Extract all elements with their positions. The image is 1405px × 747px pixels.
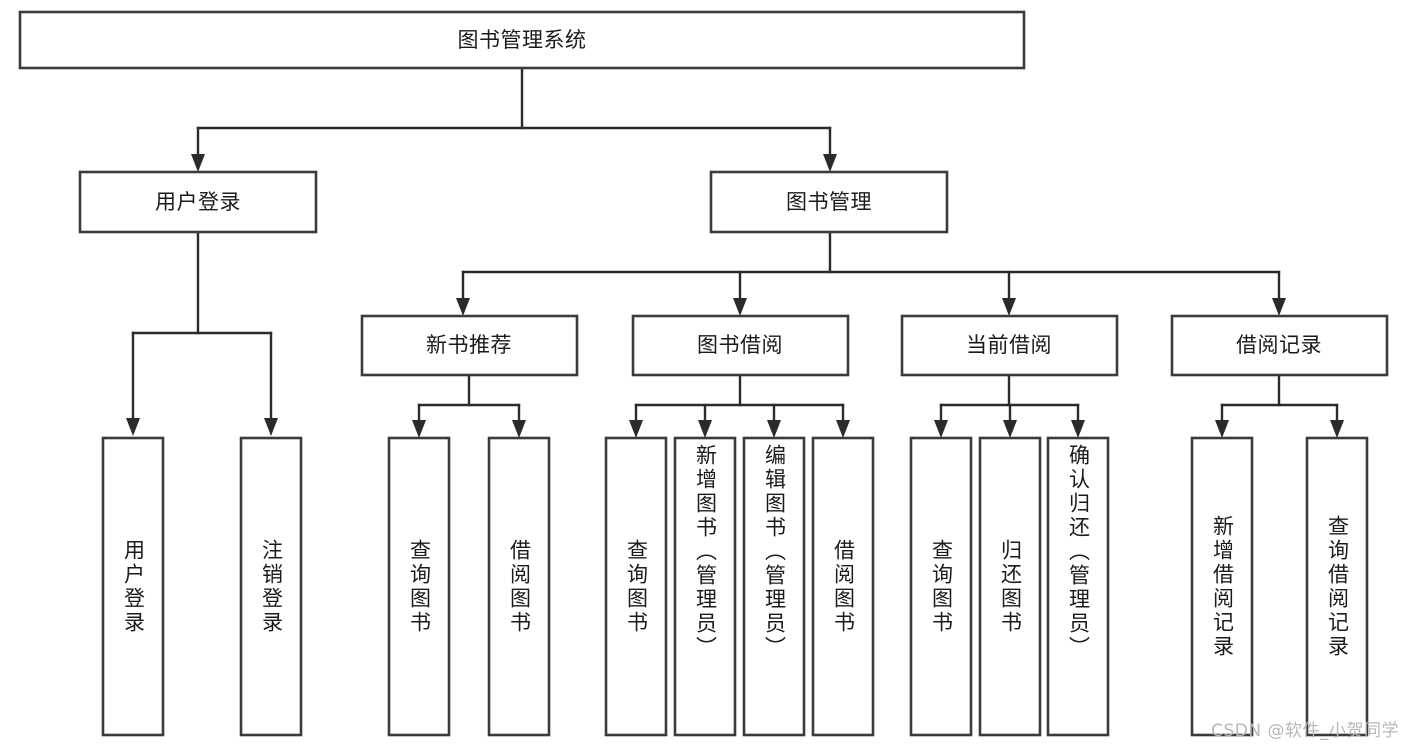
arrow-user-login-c2 xyxy=(264,418,278,436)
leaf-recommend-1-box[interactable] xyxy=(387,436,451,737)
node-book-mgmt-box[interactable] xyxy=(709,170,949,234)
node-user-login-label: 用户登录 xyxy=(155,190,241,214)
node-borrow-record-box[interactable] xyxy=(1170,314,1389,377)
arrow-user-login-c1 xyxy=(126,418,140,436)
connectors xyxy=(126,66,1344,438)
arrow-current-c1 xyxy=(934,420,948,438)
arrow-book-mgmt-c2 xyxy=(733,298,747,316)
arrow-recommend-c1 xyxy=(412,420,426,438)
arrow-root-to-user-login xyxy=(191,154,205,172)
node-borrow-record-label: 借阅记录 xyxy=(1236,333,1322,357)
node-book-borrow-label: 图书借阅 xyxy=(697,333,783,357)
arrow-root-to-book-mgmt xyxy=(823,154,837,172)
leaf-borrow-4-box[interactable] xyxy=(811,436,875,737)
watermark-text: CSDN @软件_小贺同学 xyxy=(1211,721,1399,741)
leaf-borrow-2-box[interactable] xyxy=(673,436,737,737)
arrow-current-c3 xyxy=(1071,420,1085,438)
arrow-recommend-c2 xyxy=(512,420,526,438)
arrow-book-mgmt-c4 xyxy=(1272,298,1286,316)
arrow-borrow-c1 xyxy=(629,420,643,438)
leaf-current-2-box[interactable] xyxy=(978,436,1042,737)
leaf-borrow-1-box[interactable] xyxy=(604,436,668,737)
node-boxes: 图书管理系统 用户登录 图书管理 新书推荐 图书借阅 当前借阅 借阅记录 xyxy=(18,10,1389,737)
node-root-label: 图书管理系统 xyxy=(458,28,587,52)
leaf-current-3-box[interactable] xyxy=(1046,436,1110,737)
arrow-current-c2 xyxy=(1003,420,1017,438)
node-book-borrow-box[interactable] xyxy=(631,314,850,377)
leaf-current-1-box[interactable] xyxy=(909,436,973,737)
node-new-book-recommend-box[interactable] xyxy=(360,314,579,377)
node-current-borrow-label: 当前借阅 xyxy=(966,333,1052,357)
arrow-record-c1 xyxy=(1215,420,1229,438)
node-root-box[interactable] xyxy=(18,10,1026,70)
leaf-user-login-2-box[interactable] xyxy=(239,436,303,737)
node-user-login-box[interactable] xyxy=(78,170,318,234)
arrow-borrow-c3 xyxy=(767,420,781,438)
node-new-book-recommend-label: 新书推荐 xyxy=(426,333,512,357)
arrow-book-mgmt-c1 xyxy=(456,298,470,316)
leaf-recommend-2-box[interactable] xyxy=(487,436,551,737)
leaf-record-1-box[interactable] xyxy=(1190,436,1254,737)
arrow-borrow-c4 xyxy=(836,420,850,438)
arrow-borrow-c2 xyxy=(698,420,712,438)
leaf-user-login-1-box[interactable] xyxy=(101,436,165,737)
arrow-record-c2 xyxy=(1330,420,1344,438)
node-book-mgmt-label: 图书管理 xyxy=(786,190,872,214)
leaf-borrow-3-box[interactable] xyxy=(742,436,806,737)
arrow-book-mgmt-c3 xyxy=(1002,298,1016,316)
leaf-record-2-box[interactable] xyxy=(1305,436,1369,737)
node-current-borrow-box[interactable] xyxy=(900,314,1119,377)
